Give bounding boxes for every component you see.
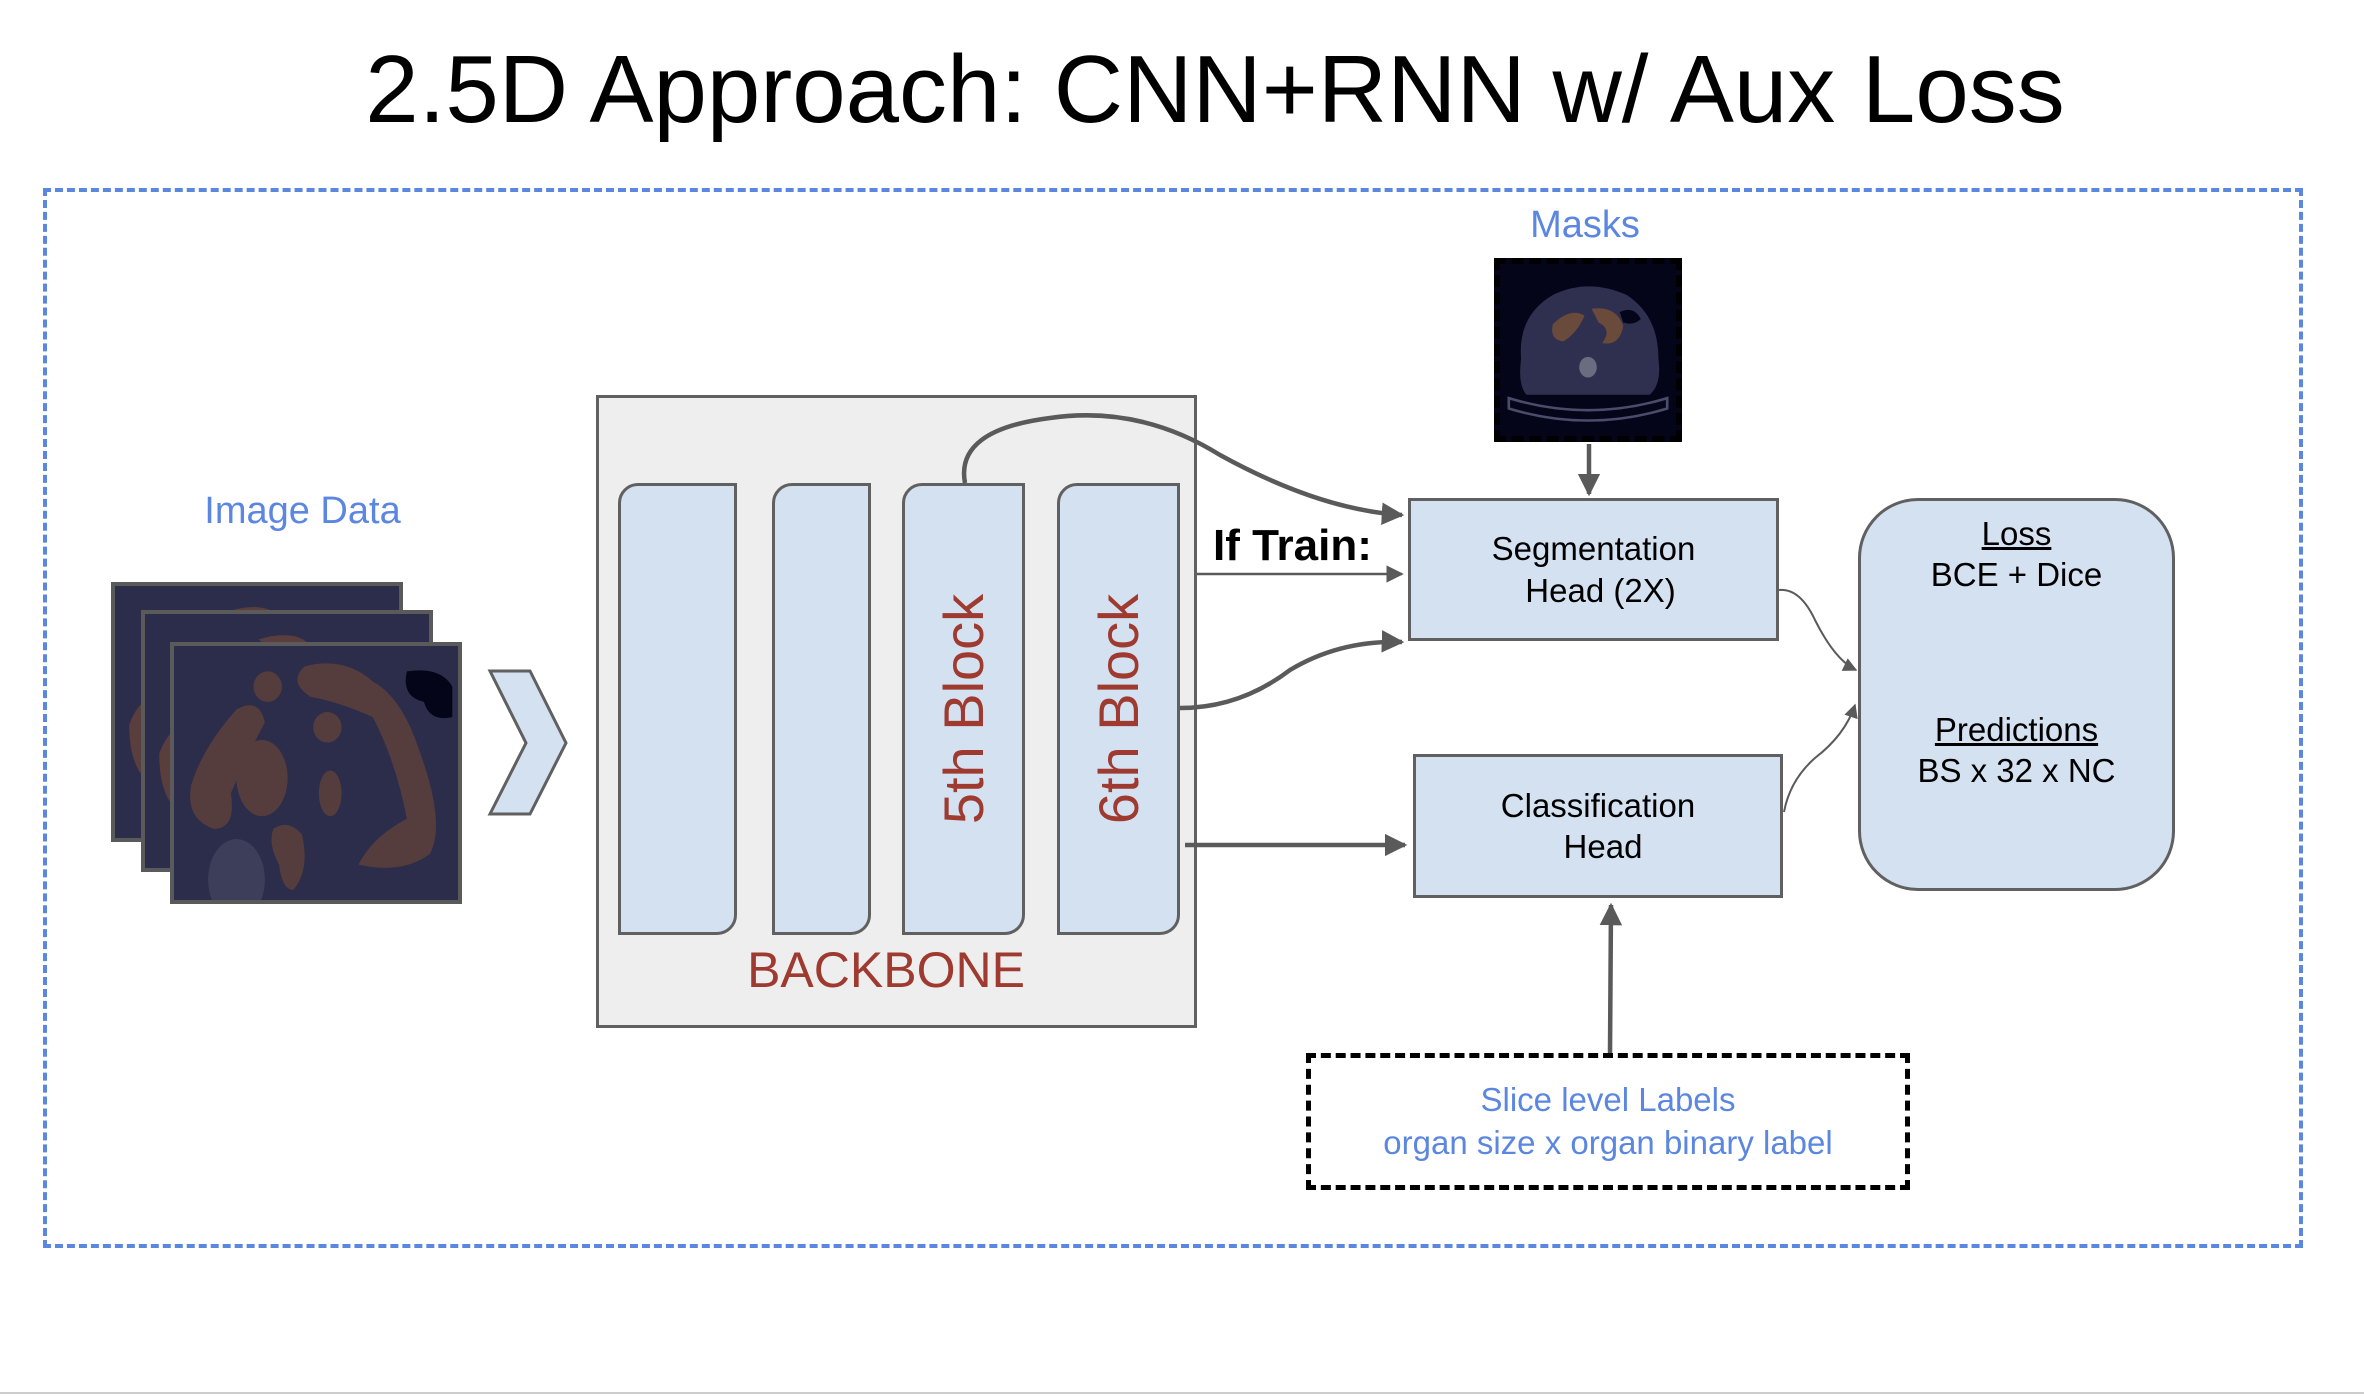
classification-head-line2: Head — [1563, 828, 1643, 865]
slice-labels-box: Slice level Labels organ size x organ bi… — [1306, 1053, 1910, 1190]
backbone-block-5th: 5th Block — [902, 483, 1025, 935]
block-label: 6th Block — [1086, 593, 1150, 825]
backbone-block-6th: 6th Block — [1057, 483, 1180, 935]
backbone-label: BACKBONE — [747, 942, 1025, 998]
classification-head: Classification Head — [1413, 754, 1783, 898]
loss-predictions-box: Loss BCE + Dice Predictions BS x 32 x NC — [1858, 498, 2175, 891]
backbone-block-1 — [618, 483, 737, 935]
diagram-title: 2.5D Approach: CNN+RNN w/ Aux Loss — [365, 36, 2065, 143]
block-label: 5th Block — [931, 593, 995, 825]
bottom-divider — [0, 1392, 2364, 1394]
segmentation-head-line2: Head (2X) — [1525, 571, 1676, 609]
loss-title: Loss — [1981, 515, 2052, 552]
outer-dashed-frame — [43, 188, 2303, 1248]
predictions-value: BS x 32 x NC — [1917, 752, 2116, 790]
loss-value: BCE + Dice — [1930, 556, 2103, 594]
masks-label: Masks — [1530, 204, 1640, 246]
predictions-title: Predictions — [1934, 711, 2099, 748]
ct-slice-image — [170, 642, 462, 904]
backbone-block-2 — [772, 483, 871, 935]
segmentation-head: Segmentation Head (2X) — [1408, 498, 1779, 641]
chevron-right-icon — [487, 669, 568, 816]
slice-labels-line1: Slice level Labels — [1480, 1080, 1736, 1118]
slice-labels-line2: organ size x organ binary label — [1383, 1123, 1833, 1161]
if-train-label: If Train: — [1213, 521, 1372, 570]
classification-head-line1: Classification — [1500, 786, 1696, 824]
segmentation-head-line1: Segmentation — [1491, 530, 1696, 568]
mask-image — [1494, 258, 1682, 442]
image-data-label: Image Data — [204, 490, 401, 532]
